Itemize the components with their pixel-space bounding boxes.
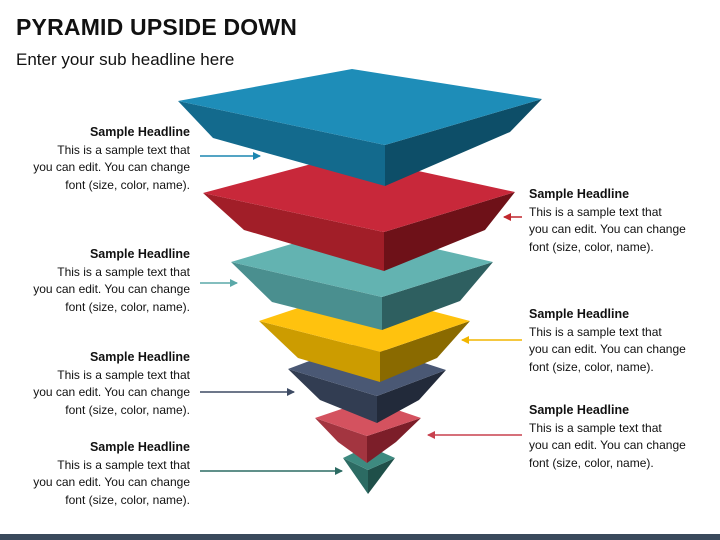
tier-1-left-face xyxy=(178,101,385,186)
callout-3: Sample Headline This is a sample text th… xyxy=(0,246,190,316)
callout-5: Sample Headline This is a sample text th… xyxy=(0,349,190,419)
tier-3-right-face xyxy=(382,262,493,330)
callout-headline: Sample Headline xyxy=(89,125,190,139)
callout-headline: Sample Headline xyxy=(529,403,630,417)
callout-headline: Sample Headline xyxy=(89,350,190,364)
pyramid-tier-1 xyxy=(178,69,542,186)
page-subtitle: Enter your sub headline here xyxy=(16,50,235,69)
callout-text: This is a sample text that you can edit.… xyxy=(529,204,686,254)
callout-text: This is a sample text that you can edit.… xyxy=(33,142,190,192)
tier-2-top-face xyxy=(203,155,515,232)
callout-4: Sample Headline This is a sample text th… xyxy=(529,306,720,376)
callout-7: Sample Headline This is a sample text th… xyxy=(0,439,190,509)
callout-headline: Sample Headline xyxy=(529,307,630,321)
callout-text: This is a sample text that you can edit.… xyxy=(529,324,686,374)
callout-headline: Sample Headline xyxy=(529,187,630,201)
footer-bar xyxy=(0,534,720,540)
tier-4-left-face xyxy=(259,321,380,382)
tier-5-right-face xyxy=(377,370,446,423)
callout-headline: Sample Headline xyxy=(89,440,190,454)
callout-1: Sample Headline This is a sample text th… xyxy=(0,124,190,194)
callout-text: This is a sample text that you can edit.… xyxy=(33,264,190,314)
tier-1-top-face xyxy=(178,69,542,145)
tier-5-left-face xyxy=(288,369,377,423)
tier-2-left-face xyxy=(203,193,384,271)
callout-text: This is a sample text that you can edit.… xyxy=(529,420,686,470)
tier-2-right-face xyxy=(384,192,515,271)
tier-4-right-face xyxy=(380,321,470,382)
callout-text: This is a sample text that you can edit.… xyxy=(33,367,190,417)
page-title: PYRAMID UPSIDE DOWN xyxy=(16,14,298,40)
pyramid-tier-2 xyxy=(203,155,515,271)
callout-2: Sample Headline This is a sample text th… xyxy=(529,186,720,256)
tier-1-right-face xyxy=(385,99,542,186)
callout-text: This is a sample text that you can edit.… xyxy=(33,457,190,507)
callout-headline: Sample Headline xyxy=(89,247,190,261)
tier-6-left-face xyxy=(315,418,367,463)
tier-3-left-face xyxy=(231,262,382,330)
tier-6-right-face xyxy=(367,418,421,463)
callout-6: Sample Headline This is a sample text th… xyxy=(529,402,720,472)
